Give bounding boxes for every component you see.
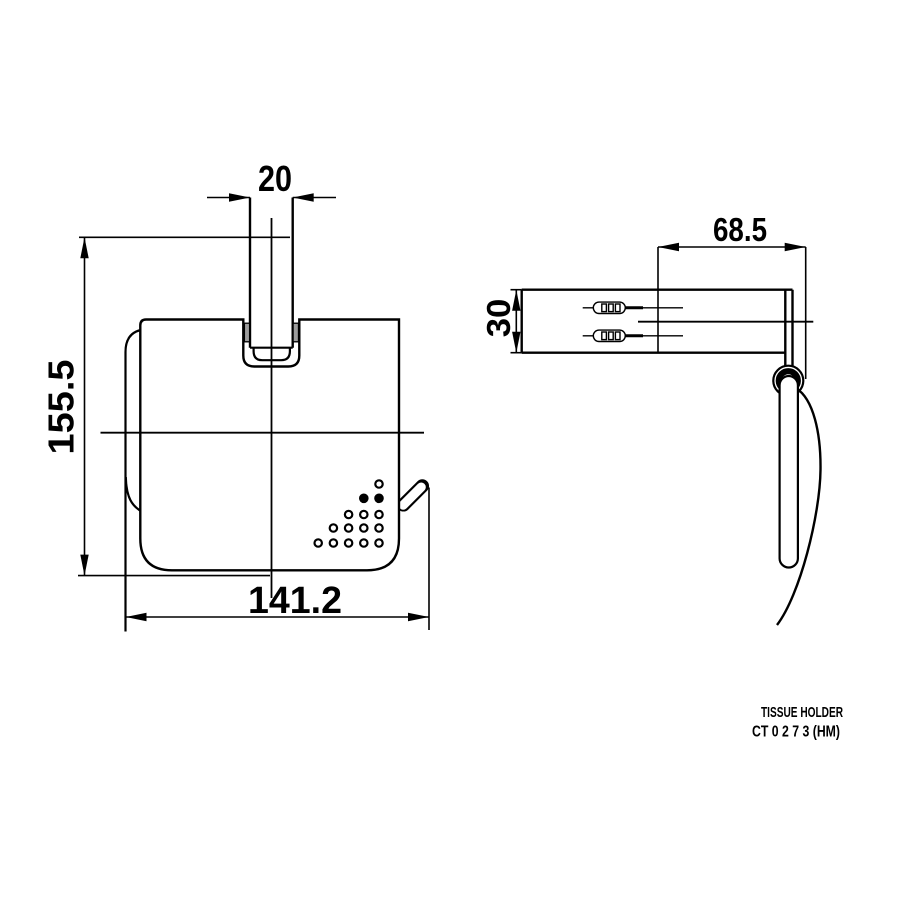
arrowhead-up-icon <box>512 289 521 311</box>
perforation-dot <box>343 538 354 548</box>
perforation-dot <box>328 538 339 548</box>
wall-arm-outline <box>520 288 793 354</box>
dim-label-arm-height: 30 <box>480 299 517 338</box>
cover-profile-curve <box>776 387 822 626</box>
arrowhead-left-icon <box>292 193 314 202</box>
cover-body-outline <box>139 318 401 572</box>
product-name: TISSUE HOLDER <box>761 704 843 721</box>
anchor-screw-bottom <box>582 329 683 343</box>
front-view: 20 155.5 141.2 <box>41 158 430 632</box>
anchor-segment <box>607 331 614 341</box>
perforation-dot <box>358 509 369 520</box>
perforation-dot <box>374 509 384 520</box>
anchor-screw-top <box>582 301 683 315</box>
perforation-dot <box>374 493 384 504</box>
dimension-bracket-width: 20 <box>207 158 336 202</box>
flap-side-profile <box>778 374 799 569</box>
arrowhead-down-icon <box>80 554 89 576</box>
pivot-and-flap <box>772 364 822 626</box>
title-block: TISSUE HOLDER CT 0 2 7 3 (HM) <box>752 704 843 741</box>
dimension-overall-height: 155.5 <box>41 236 290 577</box>
perforation-dot <box>343 523 354 533</box>
perforation-dot <box>358 523 369 533</box>
model-code: CT 0 2 7 3 (HM) <box>752 724 840 741</box>
dim-label-overall-height: 155.5 <box>41 360 82 455</box>
dimension-arm-height: 30 <box>480 288 522 354</box>
dim-label-bracket-width: 20 <box>258 158 292 199</box>
perforation-dot <box>374 479 384 489</box>
perforation-dot <box>374 523 384 533</box>
clip-right <box>292 322 300 343</box>
anchor-segment <box>614 331 621 341</box>
perforation-dot <box>358 493 369 504</box>
anchor-segment <box>601 331 608 341</box>
front-plate <box>784 289 794 368</box>
dimension-depth: 68.5 <box>657 211 807 379</box>
arrowhead-right-icon <box>229 193 250 202</box>
arrowhead-right-icon <box>784 242 806 252</box>
perforation-dots <box>313 479 384 548</box>
dimension-overall-width: 141.2 <box>125 487 430 630</box>
arrowhead-left-icon <box>125 612 147 622</box>
anchor-segment <box>607 303 614 313</box>
dim-label-overall-width: 141.2 <box>248 580 342 622</box>
arrowhead-right-icon <box>408 612 429 622</box>
arrowhead-left-icon <box>658 242 679 252</box>
side-view: 30 68.5 <box>480 211 822 626</box>
dim-label-depth: 68.5 <box>713 211 767 248</box>
hook-tab <box>396 479 430 512</box>
perforation-dot <box>313 538 324 548</box>
perforation-dot <box>343 509 354 520</box>
anchor-segment <box>614 303 621 313</box>
perforation-dot <box>358 538 369 548</box>
perforation-dot <box>374 538 384 548</box>
anchor-segment <box>601 303 608 313</box>
arrowhead-up-icon <box>80 237 89 259</box>
perforation-dot <box>328 523 339 533</box>
arrowhead-down-icon <box>512 331 521 353</box>
hook-tab-face <box>398 482 426 510</box>
clip-left <box>243 322 251 343</box>
